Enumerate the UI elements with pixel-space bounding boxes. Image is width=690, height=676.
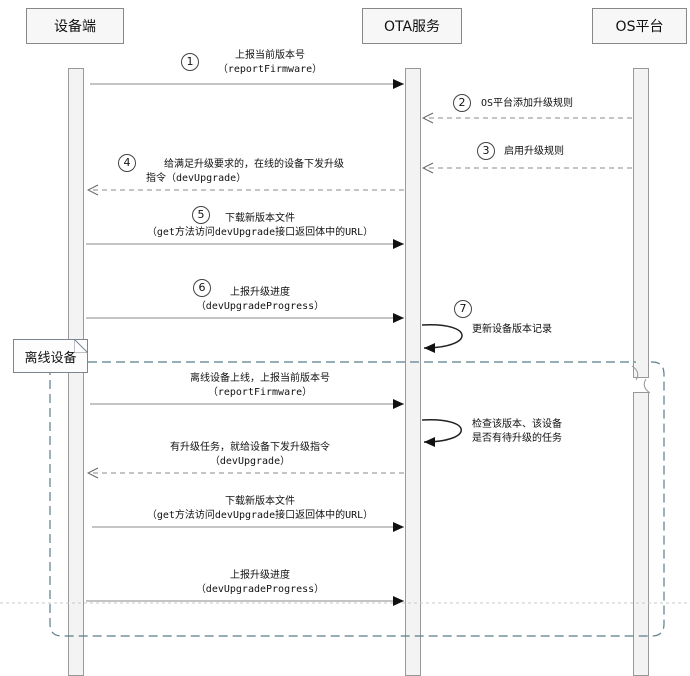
participant-ota: OTA服务 <box>362 8 462 44</box>
msg-3-text: 启用升级规则 <box>504 145 564 159</box>
offline-upgrade-text: 有升级任务，就给设备下发升级指令 （devUpgrade） <box>140 441 360 469</box>
frame-label-fold <box>74 339 88 353</box>
participant-device: 设备端 <box>26 8 124 44</box>
offline-progress-text: 上报升级进度 （devUpgradeProgress） <box>160 569 360 597</box>
step-number-5: 5 <box>192 206 210 224</box>
participant-os: OS平台 <box>592 8 687 44</box>
step-number-6: 6 <box>193 279 211 297</box>
frame-label-text: 离线设备 <box>24 350 77 366</box>
offline-report-text: 离线设备上线，上报当前版本号 （reportFirmware） <box>150 372 370 400</box>
msg-6-line2: （devUpgradeProgress） <box>195 301 325 312</box>
msg-2-line1: OS平台添加升级规则 <box>481 98 574 109</box>
offline-progress-line1: 上报升级进度 <box>230 570 290 581</box>
offline-download-line1: 下载新版本文件 <box>225 496 295 507</box>
msg-4-text: 给满足升级要求的，在线的设备下发升级 指令（devUpgrade） <box>146 158 362 186</box>
msg-2-text: OS平台添加升级规则 <box>481 97 573 111</box>
self-arrow-check <box>421 419 462 447</box>
msg-4-line1: 给满足升级要求的，在线的设备下发升级 <box>164 159 344 170</box>
check-text: 检查该版本、该设备 是否有待升级的任务 <box>472 418 562 446</box>
offline-upgrade-line1: 有升级任务，就给设备下发升级指令 <box>170 442 330 453</box>
msg-1-line1: 上报当前版本号 <box>235 50 305 61</box>
step-number-7: 7 <box>454 300 472 318</box>
msg-7-text: 更新设备版本记录 <box>472 323 552 337</box>
msg-1-text: 上报当前版本号 （reportFirmware） <box>170 49 370 77</box>
check-line1: 检查该版本、该设备 <box>472 419 562 430</box>
offline-download-line2: （get方法访问devUpgrade接口返回体中的URL） <box>146 510 374 521</box>
msg-6-text: 上报升级进度 （devUpgradeProgress） <box>160 286 360 314</box>
lifeline-os-upper <box>633 68 649 378</box>
msg-6-line1: 上报升级进度 <box>230 287 290 298</box>
msg-1-line2: （reportFirmware） <box>217 64 323 75</box>
step-number-4: 4 <box>118 154 136 172</box>
step-number-1: 1 <box>181 53 199 71</box>
os-lifeline-break <box>631 365 651 394</box>
msg-3-line1: 启用升级规则 <box>504 146 564 157</box>
step-number-3: 3 <box>477 142 495 160</box>
step-number-2: 2 <box>453 94 471 112</box>
offline-report-line1: 离线设备上线，上报当前版本号 <box>190 373 330 384</box>
offline-progress-line2: （devUpgradeProgress） <box>195 584 325 595</box>
check-line2: 是否有待升级的任务 <box>472 433 562 444</box>
msg-5-line2: （get方法访问devUpgrade接口返回体中的URL） <box>146 227 374 238</box>
offline-report-line2: （reportFirmware） <box>207 387 313 398</box>
self-arrow-msg-7 <box>421 324 463 353</box>
offline-download-text: 下载新版本文件 （get方法访问devUpgrade接口返回体中的URL） <box>138 495 382 523</box>
msg-5-text: 下载新版本文件 （get方法访问devUpgrade接口返回体中的URL） <box>138 212 382 240</box>
msg-5-line1: 下载新版本文件 <box>225 213 295 224</box>
frame-offline-device <box>49 361 665 637</box>
msg-4-line2: 指令（devUpgrade） <box>146 173 247 184</box>
offline-upgrade-line2: （devUpgrade） <box>209 456 291 467</box>
msg-7-line1: 更新设备版本记录 <box>472 324 552 335</box>
